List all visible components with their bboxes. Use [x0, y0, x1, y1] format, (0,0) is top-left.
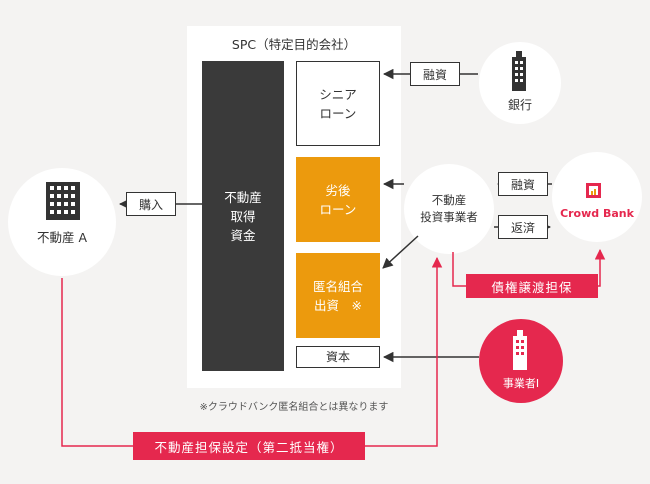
mezzanine-loan-box: 劣後 ローン — [296, 157, 380, 242]
senior-loan-box: シニア ローン — [296, 61, 380, 146]
property-label: 不動産 A — [36, 230, 88, 245]
loan-label-bank: 融資 — [410, 62, 460, 86]
loan-label-crowdbank: 融資 — [498, 172, 548, 196]
receivable-assignment-pill: 債権譲渡担保 — [466, 274, 598, 298]
mortgage-pill: 不動産担保設定（第二抵当権） — [133, 432, 365, 460]
footnote: ※クラウドバンク匿名組合とは異なります — [199, 402, 389, 413]
property-acquisition-funds: 不動産 取得 資金 — [202, 61, 284, 371]
investor-label: 不動産 投資事業者 — [420, 193, 478, 224]
purchase-label: 購入 — [126, 192, 176, 216]
building-icon — [512, 51, 526, 91]
building-icon — [513, 330, 527, 370]
building-icon — [46, 182, 80, 220]
spc-title: SPC（特定目的会社） — [231, 37, 357, 52]
business-operator-label: 事業者Ⅰ — [502, 377, 540, 390]
tk-investment-box: 匿名組合 出資 ※ — [296, 253, 380, 338]
repayment-label: 返済 — [498, 215, 548, 239]
crowdbank-label: Crowd Bank — [560, 207, 634, 220]
investor-node — [404, 164, 494, 254]
capital-box: 資本 — [296, 346, 380, 368]
crowdbank-logo-icon — [586, 183, 601, 198]
bank-label: 銀行 — [507, 98, 532, 112]
